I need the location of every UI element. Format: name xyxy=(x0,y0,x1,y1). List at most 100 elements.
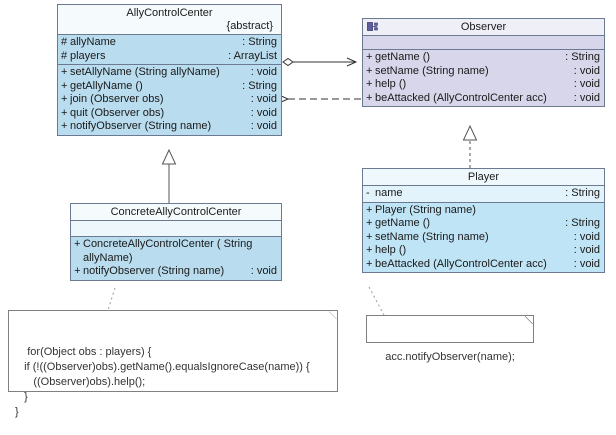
attribute-name: players xyxy=(70,49,106,62)
method-signature: ConcreteAllyControlCenter ( String allyN… xyxy=(83,238,253,264)
method-signature: getAllyName () xyxy=(70,79,143,92)
method-row: + notifyObserver (String name) : void xyxy=(71,265,281,279)
note-anchor-acc xyxy=(368,286,385,316)
class-name: Observer xyxy=(460,21,507,33)
visibility-marker: + xyxy=(366,91,373,104)
method-signature: notifyObserver (String name) xyxy=(83,265,225,277)
method-signature: setAllyName (String allyName) xyxy=(70,66,220,78)
interface-icon xyxy=(367,22,378,31)
method-signature: help () xyxy=(375,244,407,256)
method-return-type: : void xyxy=(250,66,277,78)
method-row: + setAllyName (String allyName) : void xyxy=(58,66,281,80)
method-row: + getAllyName () : String xyxy=(58,80,281,94)
visibility-marker: + xyxy=(366,217,373,229)
method-row: + quit (Observer obs) : void xyxy=(58,107,281,121)
visibility-marker: + xyxy=(74,265,81,277)
method-row: + help () : void xyxy=(363,244,604,258)
method-row: + getName () : String xyxy=(363,51,604,65)
note-text: acc.notifyObserver(name); xyxy=(385,351,515,363)
method-return-type: : void xyxy=(573,230,600,243)
class-name: ConcreteAllyControlCenter xyxy=(110,206,242,218)
method-signature: setName (String name) xyxy=(375,230,489,243)
visibility-marker: # xyxy=(61,36,68,48)
class-header: AllyControlCenter {abstract} xyxy=(58,5,281,35)
visibility-marker: + xyxy=(366,230,373,243)
method-signature: Player (String name) xyxy=(375,203,476,216)
method-signature: quit (Observer obs) xyxy=(70,106,165,119)
method-row: + setName (String name) : void xyxy=(363,65,604,79)
method-row: + setName (String name) : void xyxy=(363,231,604,245)
attribute-name: allyName xyxy=(70,36,116,48)
visibility-marker: + xyxy=(366,257,373,270)
method-signature: beAttacked (AllyControlCenter acc) xyxy=(375,91,547,104)
method-return-type: : void xyxy=(573,91,600,104)
attributes-compartment: # allyName : String # players : ArrayLis… xyxy=(58,35,281,65)
generalization-concrete-ally xyxy=(161,148,177,203)
attributes-compartment: - name : String xyxy=(363,186,604,203)
methods-compartment: + getName () : String + setName (String … xyxy=(363,50,604,106)
method-return-type: : String xyxy=(565,51,600,63)
visibility-marker: + xyxy=(74,238,81,250)
method-signature: getName () xyxy=(375,217,431,229)
methods-compartment: + Player (String name) + getName () : St… xyxy=(363,202,604,272)
visibility-marker: + xyxy=(366,78,373,90)
method-row: + Player (String name) xyxy=(363,204,604,218)
attribute-row: # allyName : String xyxy=(58,36,281,50)
method-return-type: : String xyxy=(565,217,600,229)
method-return-type: : void xyxy=(250,93,277,105)
visibility-marker: + xyxy=(366,51,373,63)
class-name: Player xyxy=(467,171,500,183)
method-row: + notifyObserver (String name) : void xyxy=(58,120,281,134)
method-signature: notifyObserver (String name) xyxy=(70,120,212,132)
diagram-canvas: AllyControlCenter (dashed, arrow at left… xyxy=(8,4,605,418)
method-return-type: : void xyxy=(250,120,277,132)
realization-player-observer xyxy=(462,124,478,168)
attributes-compartment xyxy=(71,221,281,237)
attributes-compartment xyxy=(363,36,604,50)
visibility-marker: + xyxy=(61,93,68,105)
visibility-marker: + xyxy=(61,66,68,78)
method-return-type xyxy=(596,204,600,218)
method-signature: setName (String name) xyxy=(375,64,489,77)
method-return-type: : void xyxy=(250,265,277,277)
class-header: Player xyxy=(363,169,604,186)
abstract-stereotype: {abstract} xyxy=(226,20,273,32)
class-ally-control-center[interactable]: AllyControlCenter {abstract} # allyName … xyxy=(57,4,282,136)
method-return-type: : void xyxy=(573,64,600,77)
method-row: + ConcreteAllyControlCenter ( String all… xyxy=(71,238,281,265)
attribute-type: : String xyxy=(242,36,277,48)
note-fold-corner-icon xyxy=(329,310,338,319)
method-return-type: : String xyxy=(242,79,277,92)
method-signature: getName () xyxy=(375,51,431,63)
attribute-type: : String xyxy=(565,187,600,199)
methods-compartment: + setAllyName (String allyName) : void +… xyxy=(58,65,281,135)
method-row: + beAttacked (AllyControlCenter acc) : v… xyxy=(363,92,604,106)
method-return-type: : void xyxy=(573,78,600,90)
note-text: for(Object obs : players) { if (!((Obser… xyxy=(15,346,310,418)
class-player[interactable]: Player - name : String + Player (String … xyxy=(362,168,605,273)
method-return-type: : void xyxy=(573,244,600,256)
visibility-marker: # xyxy=(61,49,68,62)
method-return-type: : void xyxy=(250,106,277,119)
aggregation-ally-observer xyxy=(282,57,358,67)
class-observer[interactable]: Observer + getName () : String + setName… xyxy=(362,18,605,107)
visibility-marker: + xyxy=(366,244,373,256)
visibility-marker: - xyxy=(366,187,370,199)
attribute-type: : ArrayList xyxy=(228,49,277,62)
visibility-marker: + xyxy=(61,120,68,132)
visibility-marker: + xyxy=(61,106,68,119)
visibility-marker: + xyxy=(366,64,373,77)
note-be-attacked-body: acc.notifyObserver(name); xyxy=(366,315,534,363)
class-concrete-ally-control-center[interactable]: ConcreteAllyControlCenter + ConcreteAlly… xyxy=(70,203,282,281)
visibility-marker: + xyxy=(366,203,373,216)
method-signature: beAttacked (AllyControlCenter acc) xyxy=(375,257,547,270)
class-name: AllyControlCenter xyxy=(126,7,213,19)
visibility-marker: + xyxy=(61,79,68,92)
method-row: + getName () : String xyxy=(363,217,604,231)
method-signature: join (Observer obs) xyxy=(70,93,164,105)
methods-compartment: + ConcreteAllyControlCenter ( String all… xyxy=(71,237,281,280)
method-row: + help () : void xyxy=(363,78,604,92)
note-fold-corner-icon xyxy=(525,315,534,324)
attribute-row: # players : ArrayList xyxy=(58,50,281,64)
class-header: Observer xyxy=(363,19,604,36)
